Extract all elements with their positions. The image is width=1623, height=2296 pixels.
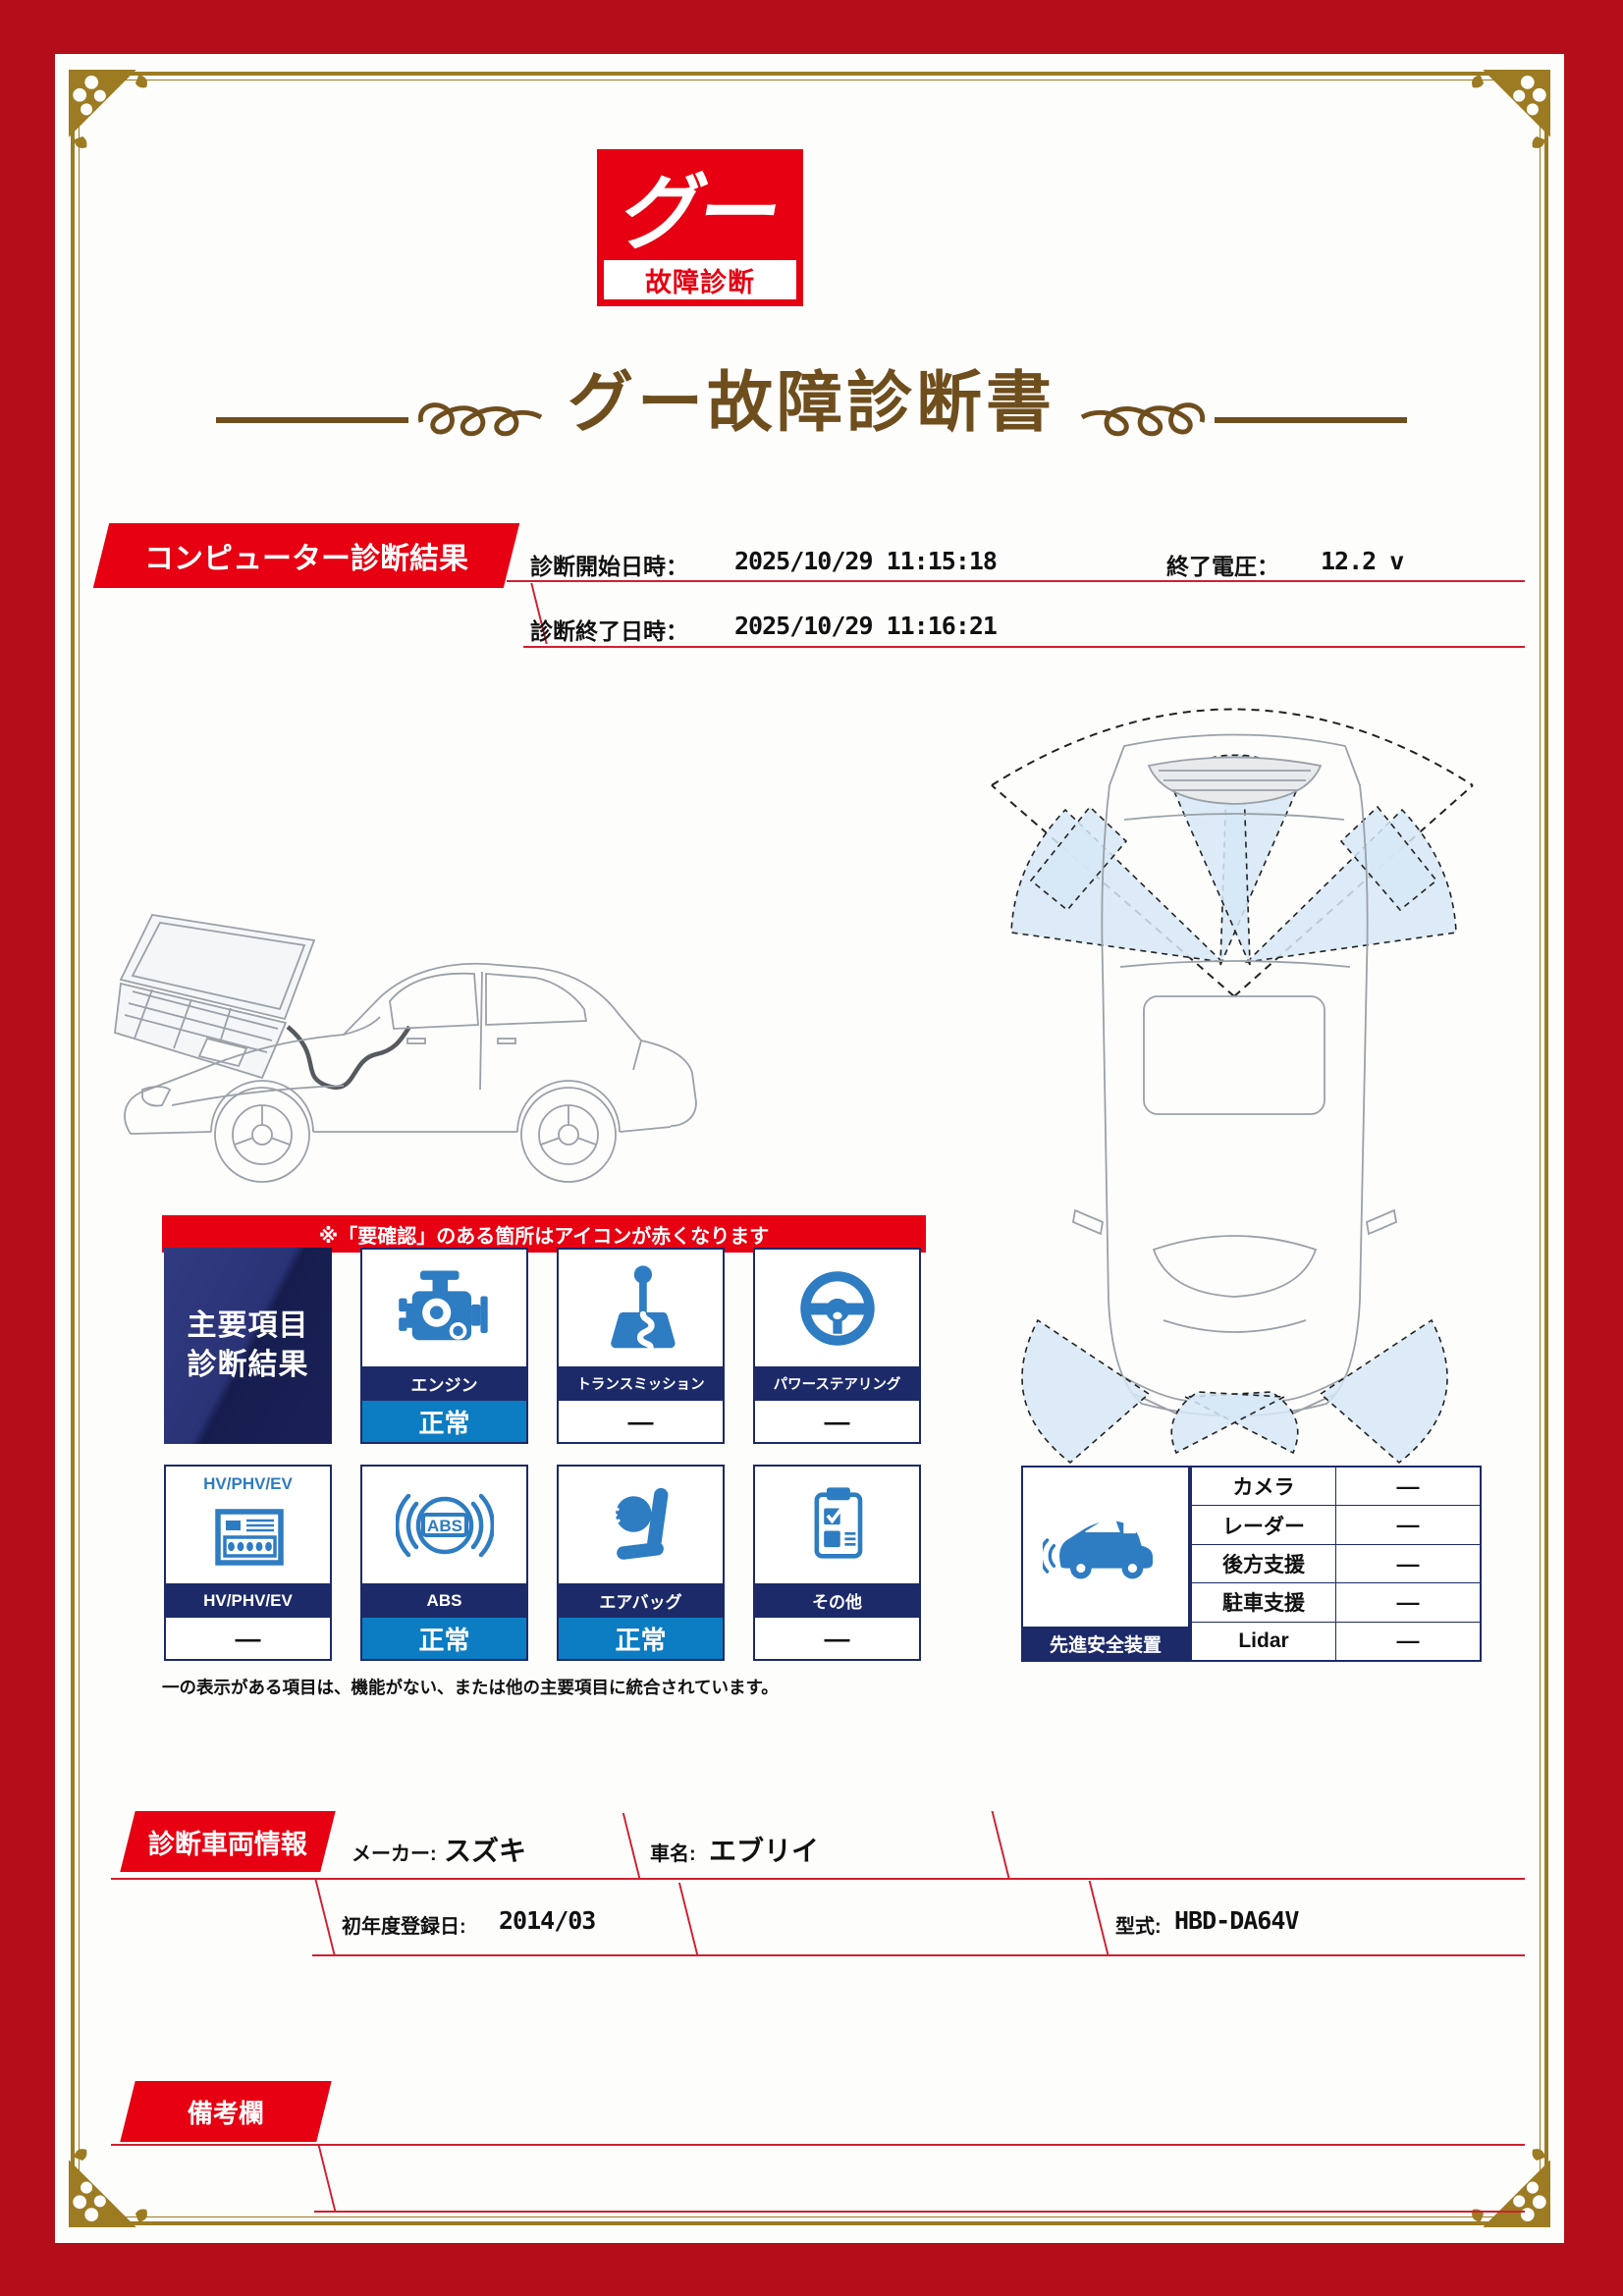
title-swirl-icon <box>417 402 543 437</box>
vehicle-info-title: 診断車両情報 <box>148 1829 307 1859</box>
diagnosis-card-power-steering: パワーステアリング — <box>753 1248 921 1444</box>
adas-row-value: — <box>1396 1472 1420 1499</box>
first-reg-label: 初年度登録日: <box>342 1916 466 1938</box>
card-status: 正常 <box>559 1618 723 1659</box>
engine-icon <box>362 1250 526 1366</box>
divider-line <box>111 2144 1525 2146</box>
adas-row: カメラ — <box>1192 1468 1480 1507</box>
page-title: グー故障診断書 <box>568 366 1055 440</box>
adas-row-label: Lidar <box>1192 1622 1336 1661</box>
adas-card: 先進安全装置 <box>1021 1466 1190 1662</box>
grid-header: 主要項目 診断結果 <box>164 1248 332 1444</box>
adas-row-label: カメラ <box>1192 1468 1336 1506</box>
hv-unit-icon <box>166 1480 330 1597</box>
remarks-ribbon: 備考欄 <box>120 2081 332 2142</box>
adas-row: Lidar — <box>1192 1622 1480 1661</box>
card-status: — <box>559 1401 723 1442</box>
divider-line <box>312 1954 1525 1956</box>
transmission-icon <box>559 1250 723 1366</box>
gold-border <box>71 72 1548 2225</box>
car-name-value: エブリイ <box>709 1836 820 1866</box>
adas-row-label: 後方支援 <box>1192 1544 1336 1583</box>
adas-row: 駐車支援 — <box>1192 1583 1480 1623</box>
adas-row-value: — <box>1396 1628 1420 1654</box>
card-label: ABS <box>362 1583 526 1618</box>
card-label: HV/PHV/EV <box>166 1583 330 1618</box>
adas-row: レーダー — <box>1192 1506 1480 1545</box>
divider-line <box>314 2211 1525 2213</box>
card-status: 正常 <box>362 1401 526 1442</box>
start-time-label: 診断開始日時： <box>530 554 688 579</box>
abs-icon-text: ABS <box>427 1517 462 1535</box>
divider-line <box>507 580 1525 582</box>
checklist-icon <box>755 1467 919 1583</box>
hv-icon-caption: HV/PHV/EV <box>203 1474 293 1493</box>
card-status: — <box>755 1401 919 1442</box>
card-status: 正常 <box>362 1618 526 1659</box>
grid-header-line2: 診断結果 <box>187 1349 309 1381</box>
grid-footnote: 一の表示がある項目は、機能がない、または他の主要項目に統合されています。 <box>162 1678 779 1697</box>
diagnosis-card-airbag: エアバッグ 正常 <box>557 1465 725 1661</box>
remarks-title: 備考欄 <box>187 2098 264 2128</box>
divider-line <box>111 1878 1525 1880</box>
card-label: エアバッグ <box>559 1583 723 1618</box>
adas-table: カメラ — レーダー — 後方支援 — 駐車支援 — Lidar — <box>1190 1466 1482 1662</box>
goo-logo: グー 故障診断 <box>597 149 803 306</box>
card-label: トランスミッション <box>559 1366 723 1401</box>
goo-logo-mark: グー <box>614 166 784 259</box>
adas-card-label: 先進安全装置 <box>1023 1627 1188 1660</box>
voltage-value: 12.2 v <box>1321 547 1404 575</box>
card-label: エンジン <box>362 1366 526 1401</box>
computer-diagnosis-title: コンピューター診断結果 <box>144 543 468 575</box>
divider-line <box>523 646 1525 648</box>
corner-ornament-icon <box>69 70 147 148</box>
adas-row: 後方支援 — <box>1192 1544 1480 1584</box>
steering-wheel-icon <box>755 1250 919 1366</box>
maker-value: スズキ <box>444 1836 527 1866</box>
end-time-value: 2025/10/29 11:16:21 <box>734 612 998 640</box>
goo-logo-caption: 故障診断 <box>645 267 755 297</box>
adas-row-label: レーダー <box>1192 1506 1336 1544</box>
obd-laptop-car-illustration <box>114 914 697 1183</box>
car-name-label: 車名: <box>650 1843 696 1865</box>
maker-label: メーカー: <box>352 1843 437 1865</box>
adas-row-value: — <box>1396 1550 1420 1576</box>
card-label: パワーステアリング <box>755 1366 919 1401</box>
end-time-label: 診断終了日時： <box>530 618 688 644</box>
title-rule-right <box>1215 417 1407 423</box>
corner-ornament-icon <box>1472 2149 1550 2227</box>
vehicle-info-ribbon: 診断車両情報 <box>120 1811 336 1872</box>
model-code-label: 型式: <box>1115 1916 1162 1938</box>
goo-logo-strip: 故障診断 <box>604 260 796 299</box>
diagnosis-card-transmission: トランスミッション — <box>557 1248 725 1444</box>
card-status: — <box>166 1618 330 1659</box>
adas-row-value: — <box>1396 1588 1420 1615</box>
corner-ornament-icon <box>1472 70 1550 148</box>
card-status: — <box>755 1618 919 1659</box>
start-time-value: 2025/10/29 11:15:18 <box>734 547 998 575</box>
adas-row-value: — <box>1396 1512 1420 1538</box>
computer-diagnosis-ribbon: コンピューター診断結果 <box>92 523 520 588</box>
sensing-car-icon <box>1023 1468 1188 1628</box>
diagnosis-card-abs: ABS ABS 正常 <box>360 1465 528 1661</box>
notice-banner: ※「要確認」のある箇所はアイコンが赤くなります <box>162 1215 926 1253</box>
first-reg-value: 2014/03 <box>499 1906 596 1935</box>
voltage-label: 終了電圧： <box>1166 554 1279 579</box>
diagnosis-card-other: その他 — <box>753 1465 921 1661</box>
grid-header-line1: 主要項目 <box>187 1308 309 1342</box>
model-code-value: HBD-DA64V <box>1174 1906 1299 1935</box>
abs-icon: ABS <box>362 1467 526 1583</box>
sensor-coverage-illustration <box>991 708 1474 1465</box>
adas-row-label: 駐車支援 <box>1192 1583 1336 1622</box>
corner-ornament-icon <box>69 2149 147 2227</box>
diagnosis-card-hv: HV/PHV/EV HV/PHV/EV — <box>164 1465 332 1661</box>
airbag-icon <box>559 1467 723 1583</box>
title-rule-left <box>216 417 408 423</box>
card-label: その他 <box>755 1583 919 1618</box>
title-swirl-icon <box>1080 402 1206 437</box>
diagnosis-card-engine: エンジン 正常 <box>360 1248 528 1444</box>
